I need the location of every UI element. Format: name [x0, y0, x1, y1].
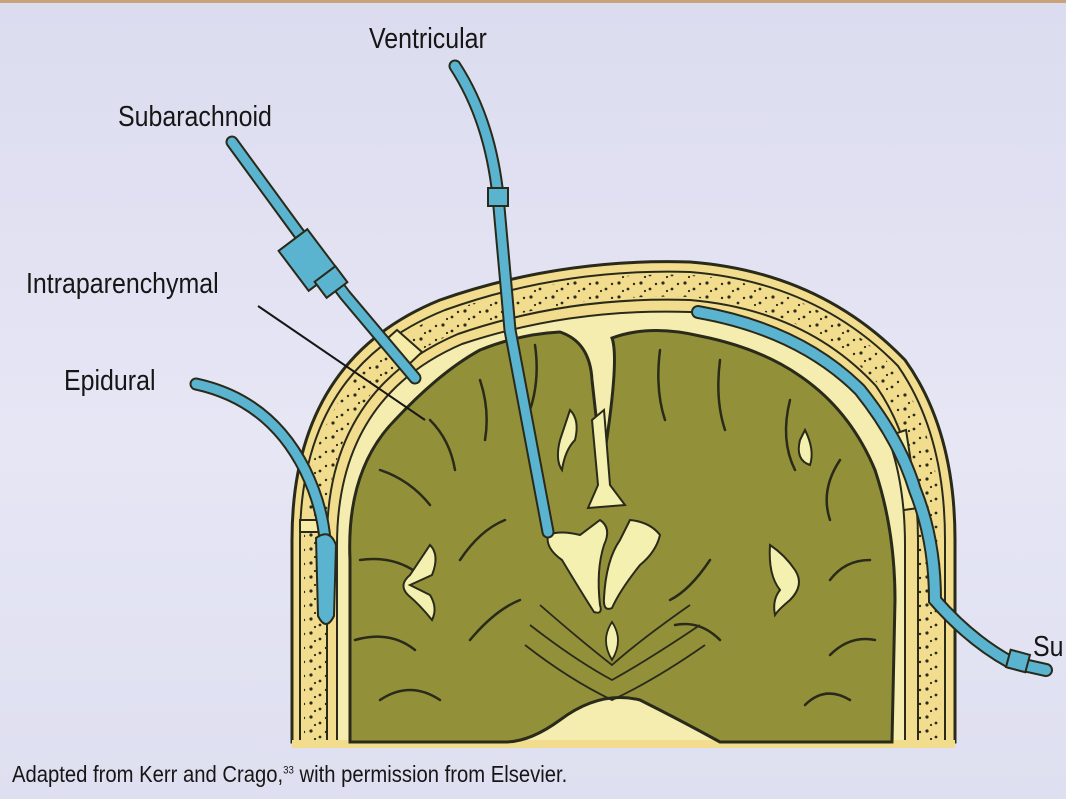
caption-text-before: Adapted from Kerr and Crago,	[12, 761, 284, 787]
catheters	[189, 59, 1053, 677]
caption-reference: 33	[283, 764, 294, 777]
label-epidural: Epidural	[64, 365, 156, 397]
subarachnoid-catheter	[225, 135, 422, 385]
intraparenchymal-leader-line	[257, 305, 426, 421]
label-ventricular: Ventricular	[369, 23, 487, 55]
label-subdural: Su	[1033, 631, 1064, 663]
ventricular-catheter	[448, 59, 555, 539]
label-subarachnoid: Subarachnoid	[118, 101, 272, 133]
epidural-catheter	[189, 377, 338, 625]
subdural-catheter	[691, 305, 1053, 677]
brain	[348, 329, 897, 744]
caption-text-after: with permission from Elsevier.	[293, 761, 568, 787]
label-intraparenchymal: Intraparenchymal	[26, 268, 219, 300]
figure-caption: Adapted from Kerr and Crago,33 with perm…	[12, 763, 567, 786]
